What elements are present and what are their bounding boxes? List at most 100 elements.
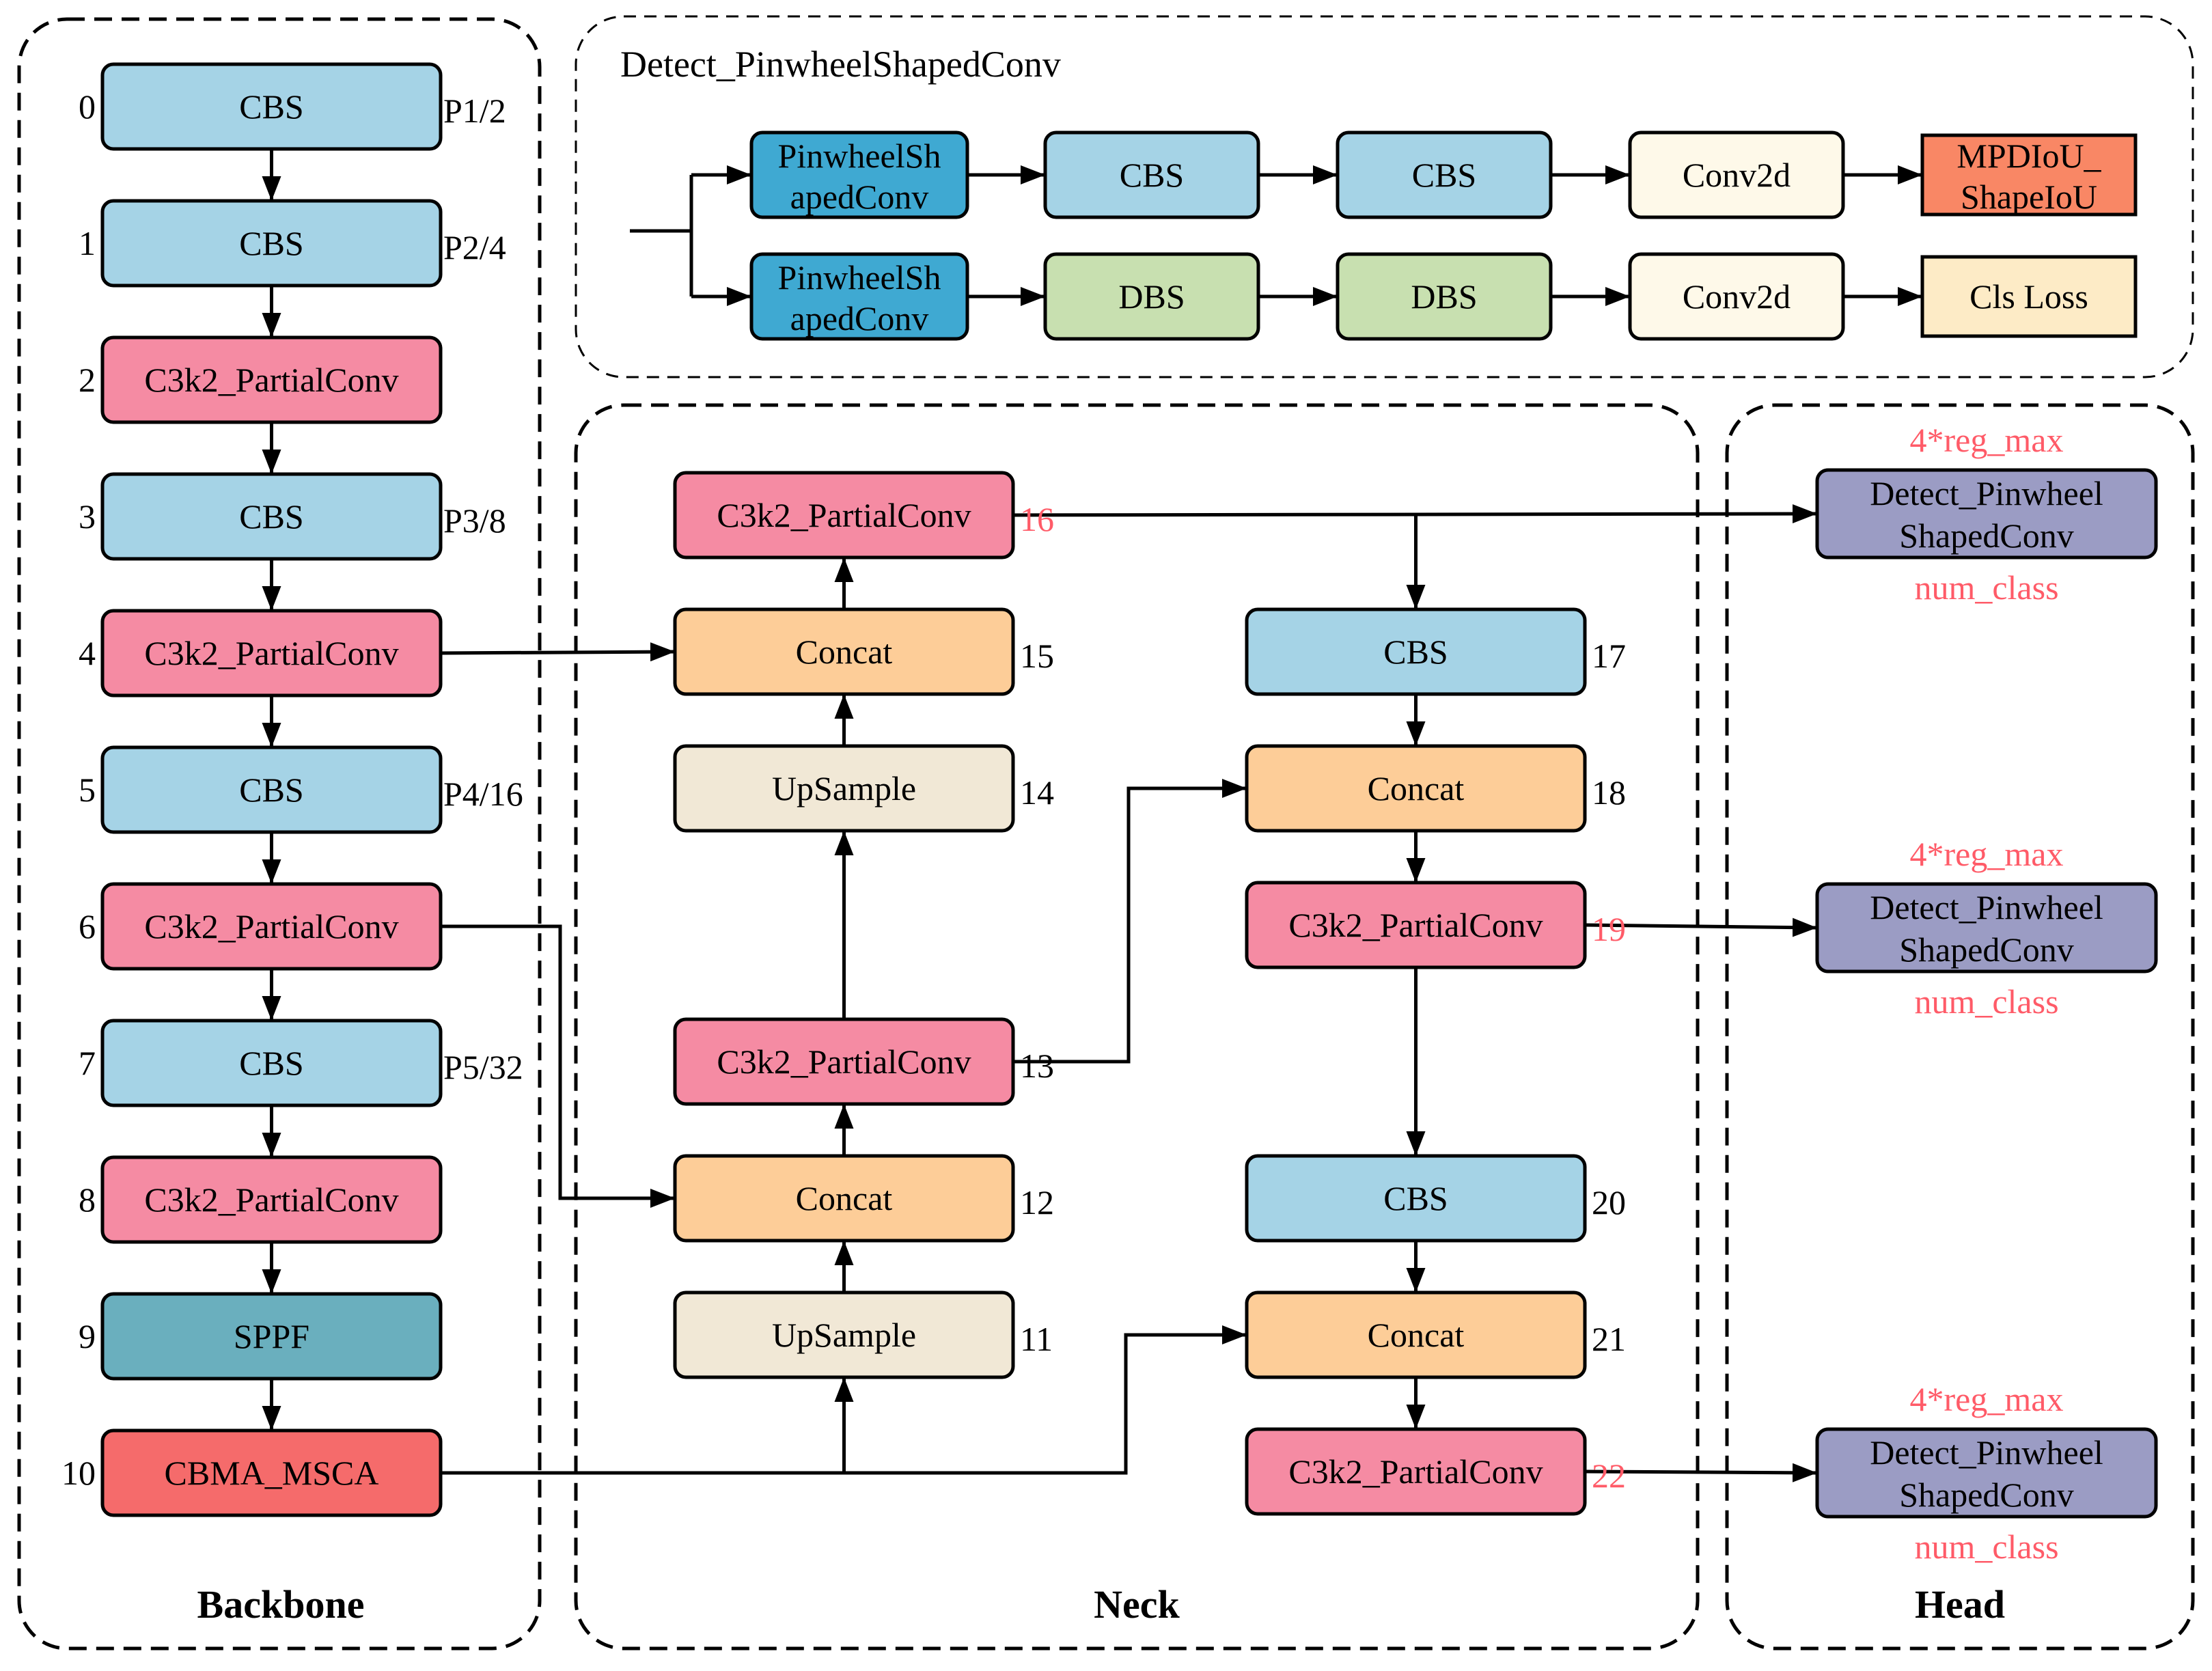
detect-node-label: Cls Loss xyxy=(1969,277,2088,316)
detect-node-label: PinwheelSh xyxy=(778,137,941,175)
backbone-frame xyxy=(17,17,542,1651)
detect-head-label: Detect_Pinwheel xyxy=(1870,888,2103,926)
neck-node-label: CBS xyxy=(1383,633,1448,671)
num-class-note: num_class xyxy=(1914,568,2058,607)
backbone-node-label: CBS xyxy=(239,771,304,809)
detect-row1-node-5 xyxy=(1920,133,2138,217)
backbone-node-label: C3k2_PartialConv xyxy=(144,361,398,399)
reg-max-note: 4*reg_max xyxy=(1910,421,2064,459)
detect-head-label: ShapedConv xyxy=(1899,930,2074,969)
neck-node-label: Concat xyxy=(796,633,893,671)
backbone-scale-note: P4/16 xyxy=(443,775,523,813)
neck-node-19 xyxy=(1245,881,1587,969)
neck-to-head-arrow xyxy=(1584,917,1817,937)
detect-head-label: Detect_Pinwheel xyxy=(1870,1433,2103,1472)
detect-node-label: PinwheelSh xyxy=(778,258,941,296)
backbone-node-2 xyxy=(100,335,443,424)
backbone-node-8 xyxy=(100,1155,443,1244)
backbone-node-7 xyxy=(100,1019,443,1107)
neck-to-head-arrow xyxy=(1012,504,1817,524)
backbone-scale-note: P1/2 xyxy=(443,92,506,130)
detect-row2-node-1 xyxy=(749,252,969,341)
detect-title: Detect_PinwheelShapedConv xyxy=(620,44,1061,85)
connector-arrow xyxy=(1013,779,1247,1064)
backbone-node-label: C3k2_PartialConv xyxy=(144,1180,398,1219)
neck-node-label: Concat xyxy=(796,1179,893,1217)
backbone-node-1 xyxy=(100,199,443,288)
neck-node-label: C3k2_PartialConv xyxy=(717,1042,971,1081)
neck-node-14 xyxy=(673,744,1015,833)
backbone-node-9 xyxy=(100,1292,443,1381)
detect-node-label: Conv2d xyxy=(1683,156,1791,194)
backbone-scale-note: P2/4 xyxy=(443,228,506,266)
backbone-node-label: CBMA_MSCA xyxy=(165,1454,379,1492)
backbone-node-index: 7 xyxy=(79,1044,96,1082)
backbone-node-label: SPPF xyxy=(234,1317,309,1355)
backbone-node-index: 4 xyxy=(79,634,96,672)
reg-max-note: 4*reg_max xyxy=(1910,1380,2064,1418)
neck-node-index: 20 xyxy=(1592,1183,1626,1221)
detect-head-3 xyxy=(1815,1427,2158,1519)
neck-node-index: 17 xyxy=(1592,637,1626,675)
neck-node-index: 19 xyxy=(1592,910,1626,948)
backbone-node-5 xyxy=(100,745,443,834)
num-class-note: num_class xyxy=(1914,1528,2058,1566)
detect-head-2 xyxy=(1815,882,2158,973)
detect-row1-node-2 xyxy=(1043,130,1260,219)
neck-node-index: 12 xyxy=(1020,1183,1054,1221)
neck-node-label: Concat xyxy=(1368,1316,1465,1354)
backbone-node-index: 2 xyxy=(79,361,96,399)
backbone-node-index: 0 xyxy=(79,87,96,126)
detect-head-label: ShapedConv xyxy=(1899,1476,2074,1514)
neck-node-index: 22 xyxy=(1592,1456,1626,1495)
backbone-node-label: CBS xyxy=(239,497,304,536)
backbone-node-0 xyxy=(100,62,443,151)
neck-node-13 xyxy=(673,1017,1015,1106)
backbone-node-4 xyxy=(100,609,443,698)
connector-layer xyxy=(262,149,1922,1482)
neck-node-index: 14 xyxy=(1020,773,1054,812)
backbone-node-index: 5 xyxy=(79,771,96,809)
backbone-node-label: CBS xyxy=(239,1044,304,1082)
neck-node-index: 13 xyxy=(1020,1047,1054,1085)
neck-title: Neck xyxy=(1094,1582,1180,1627)
detect-node-label: Conv2d xyxy=(1683,277,1791,316)
backbone-node-index: 9 xyxy=(79,1317,96,1355)
connector-arrow xyxy=(441,1325,1247,1475)
neck-node-21 xyxy=(1245,1290,1587,1379)
detect-node-label: ShapeIoU xyxy=(1961,178,2097,216)
backbone-title: Backbone xyxy=(197,1582,365,1627)
detect-head-label: ShapedConv xyxy=(1899,516,2074,555)
detect-node-label: MPDIoU_ xyxy=(1957,137,2101,175)
neck-node-label: CBS xyxy=(1383,1179,1448,1217)
detect-row2-node-2 xyxy=(1043,252,1260,341)
detect-node-label: apedConv xyxy=(790,178,929,216)
neck-node-label: C3k2_PartialConv xyxy=(1288,1452,1543,1491)
detect-row1-node-4 xyxy=(1628,130,1845,219)
backbone-node-index: 8 xyxy=(79,1180,96,1219)
neck-node-index: 16 xyxy=(1020,500,1054,538)
neck-node-index: 15 xyxy=(1020,637,1054,675)
backbone-node-label: C3k2_PartialConv xyxy=(144,907,398,945)
neck-node-22 xyxy=(1245,1427,1587,1516)
neck-to-head-arrow xyxy=(1584,1463,1817,1482)
neck-frame xyxy=(574,403,1700,1651)
backbone-node-label: CBS xyxy=(239,224,304,262)
backbone-node-label: C3k2_PartialConv xyxy=(144,634,398,672)
neck-node-12 xyxy=(673,1154,1015,1243)
detect-node-label: DBS xyxy=(1411,277,1477,316)
neck-node-16 xyxy=(673,471,1015,560)
backbone-scale-note: P5/32 xyxy=(443,1048,523,1086)
connector-arrow xyxy=(441,924,675,1208)
backbone-node-10 xyxy=(100,1428,443,1517)
detect-node-label: DBS xyxy=(1118,277,1185,316)
detect-row1-node-3 xyxy=(1336,130,1553,219)
neck-node-index: 11 xyxy=(1020,1320,1053,1358)
detect-head-1 xyxy=(1815,468,2158,560)
backbone-node-index: 6 xyxy=(79,907,96,945)
neck-node-label: UpSample xyxy=(772,1316,916,1354)
detect-node-label: CBS xyxy=(1120,156,1185,194)
detect-row1-node-1 xyxy=(749,130,969,219)
backbone-node-index: 10 xyxy=(61,1454,96,1492)
